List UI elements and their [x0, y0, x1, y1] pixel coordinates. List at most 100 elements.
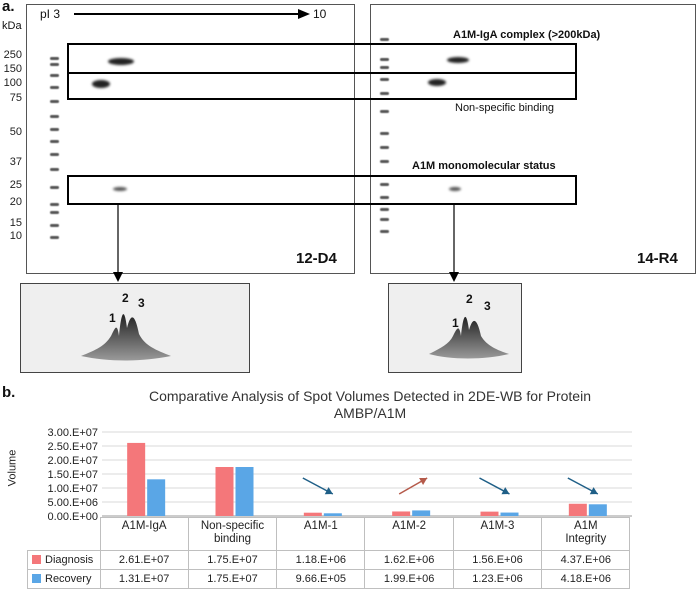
bar-diagnosis-2	[303, 512, 322, 516]
ph-gradient-arrow	[74, 9, 310, 19]
bar-diagnosis-1	[215, 467, 234, 516]
table-cell: 1.75.E+07	[187, 550, 278, 570]
panel-a-label: a.	[2, 0, 15, 15]
gel-right	[370, 4, 696, 274]
spot-right-monomer	[449, 187, 461, 191]
table-cell: 9.66.E+05	[276, 569, 366, 589]
category-label-line: A1M-2	[392, 520, 427, 532]
ladder-band	[50, 236, 59, 239]
mw-marker-150: 150	[3, 63, 22, 75]
legend-swatch	[32, 555, 41, 564]
box-nonspecific	[67, 72, 577, 100]
spot-left-iga	[108, 58, 134, 65]
ladder-band	[380, 183, 389, 186]
category-label: A1M-2	[364, 517, 454, 551]
spot-right-nonspecific	[428, 79, 446, 86]
y-tick-label: 1.00.E+07	[48, 483, 98, 495]
ladder-band	[380, 38, 389, 41]
panel-b-label: b.	[2, 384, 16, 401]
chart-title: Comparative Analysis of Spot Volumes Det…	[80, 388, 660, 422]
gel-right-name: 14-R4	[637, 250, 678, 267]
table-cell: 4.18.E+06	[541, 569, 631, 589]
peak-label-3-right: 3	[484, 299, 491, 313]
ladder-band	[380, 66, 389, 69]
category-label: A1M-IgA	[99, 517, 189, 551]
legend-swatch	[32, 574, 41, 583]
ladder-band	[50, 57, 59, 60]
bar-recovery-2	[323, 513, 342, 516]
ladder-band	[50, 186, 59, 189]
mw-marker-75: 75	[9, 92, 22, 104]
category-label-line: Integrity	[565, 533, 607, 545]
bar-recovery-3	[412, 510, 431, 516]
ladder-band	[50, 86, 59, 89]
y-tick-label: 2.50.E+07	[48, 441, 98, 453]
table-cell: 1.75.E+07	[187, 569, 278, 589]
category-label-line: Non-specific	[200, 520, 265, 532]
ladder-band	[50, 203, 59, 206]
table-cell: 1.99.E+06	[364, 569, 454, 589]
category-label-line: A1M-1	[303, 520, 338, 532]
ladder-band	[380, 146, 389, 149]
ladder-band	[50, 153, 59, 156]
y-tick-label: 3.00.E+07	[48, 427, 98, 439]
peak-profile-left	[81, 314, 171, 361]
trend-arrowhead-down-2	[324, 487, 333, 495]
ladder-band	[50, 115, 59, 118]
label-iga-complex: A1M-IgA complex (>200kDa)	[453, 29, 601, 41]
ladder-band	[380, 160, 389, 163]
category-label-line: binding	[213, 533, 252, 545]
pi-end-label: 10	[313, 7, 327, 21]
mw-marker-37: 37	[9, 156, 22, 168]
ladder-band	[380, 196, 389, 199]
bar-diagnosis-3	[392, 511, 411, 516]
connector-arrow-left	[113, 204, 123, 282]
gel-left-name: 12-D4	[296, 250, 337, 267]
y-tick-label: 5.00.E+06	[48, 497, 98, 509]
bar-recovery-5	[588, 504, 607, 516]
category-label: A1M-3	[452, 517, 543, 551]
ladder-band	[380, 218, 389, 221]
trend-arrowhead-up-3	[419, 478, 428, 485]
label-nonspecific: Non-specific binding	[455, 102, 555, 114]
legend-cell-recovery: Recovery	[27, 569, 101, 589]
chart-title-line1: Comparative Analysis of Spot Volumes Det…	[149, 388, 591, 404]
peak-label-1-left: 1	[109, 311, 116, 325]
mw-marker-10: 10	[9, 230, 22, 242]
y-tick-label: 0.00.E+00	[48, 511, 98, 523]
legend-label: Recovery	[45, 573, 92, 585]
ladder-band	[380, 58, 389, 61]
ladder-band	[380, 92, 389, 95]
table-cell: 1.23.E+06	[452, 569, 543, 589]
peak-profile-right	[429, 316, 509, 359]
peak-label-1-right: 1	[452, 316, 459, 330]
mw-marker-100: 100	[3, 77, 22, 89]
peak-label-2-left: 2	[122, 291, 129, 305]
category-label: A1M-1	[276, 517, 366, 551]
ladder-band	[50, 224, 59, 227]
table-corner-cell	[28, 518, 101, 551]
ladder-band	[380, 78, 389, 81]
ladder-band	[50, 128, 59, 131]
bar-diagnosis-4	[480, 511, 499, 516]
category-label-line: A1M	[573, 520, 598, 532]
y-tick-label: 1.50.E+07	[48, 469, 98, 481]
peak-inset-right	[388, 283, 522, 373]
bar-recovery-0	[147, 479, 166, 516]
ladder-band	[50, 74, 59, 77]
label-monomer: A1M monomolecular status	[412, 160, 556, 172]
peak-label-3-left: 3	[138, 296, 145, 310]
chart-title-line2: AMBP/A1M	[333, 405, 407, 421]
gel-left	[26, 4, 355, 274]
legend-label: Diagnosis	[45, 554, 94, 566]
mw-marker-15: 15	[9, 217, 22, 229]
mw-marker-20: 20	[9, 196, 22, 208]
ladder-band	[380, 230, 389, 233]
box-monomer	[67, 175, 577, 205]
legend-cell-diagnosis: Diagnosis	[27, 550, 101, 570]
table-cell: 1.31.E+07	[99, 569, 189, 589]
